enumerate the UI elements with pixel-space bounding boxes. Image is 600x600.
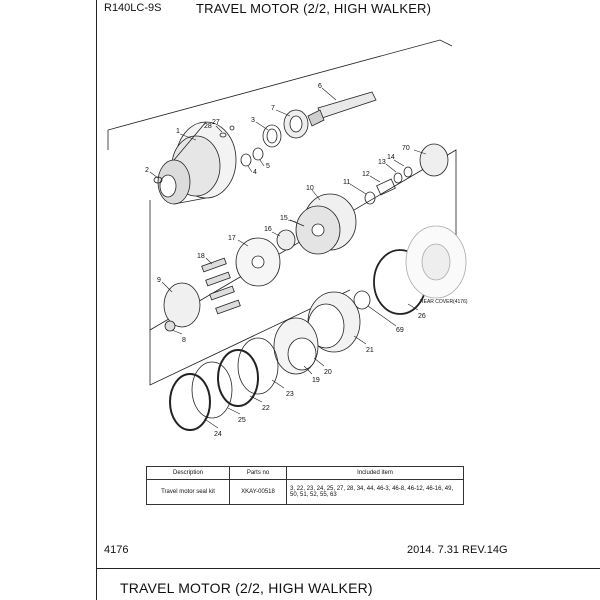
part-rear-cover	[405, 225, 467, 299]
frame-upper	[107, 39, 453, 150]
part-ring-5	[252, 147, 264, 161]
col-description: Description	[146, 466, 230, 480]
part-pistons	[201, 257, 241, 315]
callout-15: 15	[280, 215, 288, 222]
exploded-parts-diagram: 1 2 3 4 5 6 7 8 9 10 11 12 13 14 15 16 1…	[107, 39, 468, 438]
part-16	[276, 229, 296, 251]
callout-16: 16	[264, 226, 272, 233]
callout-20: 20	[324, 369, 332, 376]
bottom-separator-rule	[96, 568, 600, 569]
callout-6: 6	[318, 83, 322, 90]
part-housing	[157, 121, 237, 205]
part-69	[353, 290, 371, 310]
part-retainer-plate	[235, 237, 281, 287]
left-margin-rule	[96, 0, 97, 600]
part-plug	[153, 176, 163, 184]
part-cylinder-block	[295, 193, 357, 255]
frame-lower	[149, 289, 351, 386]
callout-25: 25	[238, 417, 246, 424]
part-oring-24	[169, 373, 211, 431]
part-pin-27	[229, 125, 235, 131]
part-23	[237, 337, 279, 395]
callout-labels: 1 2 3 4 5 6 7 8 9 10 11 12 13 14 15 16 1…	[145, 83, 468, 438]
callout-12: 12	[362, 171, 370, 178]
part-pin-28	[219, 132, 227, 138]
table-row: Travel motor seal kit XKAY-00518 3, 22, …	[146, 479, 464, 505]
col-included-item: Included item	[286, 466, 464, 480]
callout-26: 26	[418, 313, 426, 320]
callout-4: 4	[253, 169, 257, 176]
callout-22: 22	[262, 405, 270, 412]
callout-3: 3	[251, 117, 255, 124]
part-shaft	[307, 91, 377, 127]
part-25	[191, 361, 233, 419]
part-ball	[164, 320, 176, 332]
part-brake-housing	[307, 291, 361, 353]
callout-10: 10	[306, 185, 314, 192]
callout-7: 7	[271, 105, 275, 112]
callout-18: 18	[197, 253, 205, 260]
rear-cover-label: REAR COVER(4176)	[420, 299, 468, 305]
part-plate-70	[419, 143, 449, 177]
callout-19: 19	[312, 377, 320, 384]
part-19	[287, 337, 317, 371]
callout-69: 69	[396, 327, 404, 334]
col-parts-no: Parts no	[229, 466, 287, 480]
callout-2: 2	[145, 167, 149, 174]
callout-14: 14	[387, 154, 395, 161]
part-spring-12	[376, 178, 396, 196]
callout-11: 11	[343, 179, 350, 186]
callout-1: 1	[176, 128, 180, 135]
kit-parts-no: XKAY-00518	[229, 479, 287, 505]
page-title: TRAVEL MOTOR (2/2, HIGH WALKER)	[196, 1, 432, 16]
part-seal-3	[262, 124, 282, 148]
part-oring-22	[217, 349, 259, 407]
part-11	[364, 191, 376, 205]
callout-27: 27	[212, 119, 220, 126]
model-code: R140LC-9S	[104, 2, 162, 14]
callout-9: 9	[157, 277, 161, 284]
callout-13: 13	[378, 159, 386, 166]
callout-5: 5	[266, 163, 270, 170]
kit-description: Travel motor seal kit	[146, 479, 230, 505]
page-number: 4176	[104, 544, 129, 556]
leader-lines	[149, 87, 427, 429]
callout-23: 23	[286, 391, 294, 398]
callout-28: 28	[204, 123, 212, 130]
table-header-row: Description Parts no Included item	[146, 466, 464, 480]
callout-24: 24	[214, 431, 222, 438]
part-ring-4	[240, 153, 252, 167]
callout-70: 70	[402, 145, 410, 152]
kit-included-items: 3, 22, 23, 24, 25, 27, 28, 34, 44, 46-3,…	[286, 479, 464, 505]
bottom-page-title: TRAVEL MOTOR (2/2, HIGH WALKER)	[120, 580, 373, 596]
callout-17: 17	[228, 235, 236, 242]
seal-kit-table: Description Parts no Included item Trave…	[146, 466, 464, 505]
callout-21: 21	[366, 347, 374, 354]
revision-date: 2014. 7.31 REV.14G	[407, 544, 508, 556]
part-13	[393, 172, 403, 184]
part-swash-plate	[163, 282, 201, 328]
callout-8: 8	[182, 337, 186, 344]
part-14	[403, 166, 413, 178]
